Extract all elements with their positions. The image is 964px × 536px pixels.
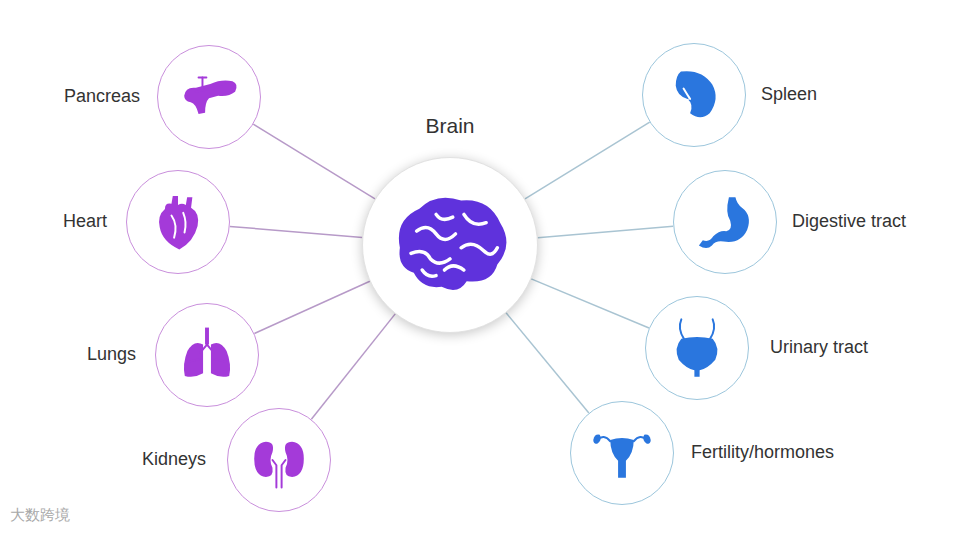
organ-circle: Heart <box>126 170 230 274</box>
organ-label: Urinary tract <box>770 337 868 359</box>
organ-shape <box>399 198 507 290</box>
organ-shape <box>211 343 230 377</box>
organ-detail <box>411 251 450 263</box>
organ-detail <box>597 437 610 441</box>
organ-shape <box>205 328 209 345</box>
organ-shape <box>610 438 634 478</box>
organ-detail <box>171 215 175 237</box>
organ-icon <box>184 328 230 377</box>
organ-shape <box>184 343 203 377</box>
organ-detail <box>199 76 207 78</box>
organ-detail <box>214 359 226 362</box>
organ-detail <box>282 460 286 487</box>
connector-line <box>230 226 362 237</box>
organ-label: Fertility/hormones <box>691 442 834 464</box>
organ-label: Kidneys <box>142 449 206 471</box>
organ-icon <box>593 435 650 478</box>
hub-circle: Brain <box>362 157 538 333</box>
connector-line <box>254 281 369 333</box>
organ-icon <box>159 196 198 250</box>
organ-detail <box>201 77 203 90</box>
organ-label: Digestive tract <box>792 211 906 233</box>
organ-icon <box>363 158 537 332</box>
watermark: 大数跨境 <box>10 506 70 525</box>
organ-detail <box>417 228 456 240</box>
organ-circle: Kidneys <box>227 408 331 512</box>
organ-icon <box>699 197 749 248</box>
organ-circle: Urinary tract <box>645 296 749 400</box>
organ-detail <box>710 319 714 339</box>
organ-icon <box>184 77 236 114</box>
organ-detail <box>684 88 691 98</box>
organ-detail <box>464 214 486 224</box>
organ-shape <box>285 442 304 477</box>
connector-line <box>531 279 649 328</box>
organ-icon <box>156 304 258 406</box>
organ-circle: Lungs <box>155 303 259 407</box>
organ-detail <box>444 266 463 270</box>
organ-shape <box>699 197 749 248</box>
organ-icon <box>674 171 776 273</box>
organ-icon <box>127 171 229 273</box>
organ-detail <box>681 100 688 109</box>
organ-detail <box>436 214 453 219</box>
organ-detail <box>196 87 222 92</box>
organ-shape <box>677 337 718 377</box>
connector-line <box>253 124 375 199</box>
connector-line <box>311 314 395 419</box>
organ-detail <box>461 244 497 254</box>
organ-detail <box>422 270 436 276</box>
organ-shape <box>184 80 236 114</box>
organ-detail <box>207 345 214 353</box>
organ-label: Heart <box>63 211 107 233</box>
organ-icon <box>643 44 745 146</box>
organ-detail <box>272 460 276 487</box>
organ-icon <box>571 402 673 504</box>
organ-label: Lungs <box>87 344 136 366</box>
organ-icon <box>399 198 507 290</box>
organ-icon <box>158 46 260 148</box>
organ-circle: Digestive tract <box>673 170 777 274</box>
connector-line <box>538 226 673 237</box>
organ-circle: Spleen <box>642 43 746 147</box>
organ-detail <box>200 345 207 353</box>
organ-shape <box>159 196 198 250</box>
organ-shape <box>254 442 273 477</box>
hub-label: Brain <box>425 113 474 138</box>
connector-line <box>525 122 650 199</box>
organ-circle: Pancreas <box>157 45 261 149</box>
organ-detail <box>680 319 684 339</box>
organ-circle: Fertility/hormones <box>570 401 674 505</box>
organ-icon <box>228 409 330 511</box>
organ-label: Spleen <box>761 84 817 106</box>
organ-detail <box>189 359 201 362</box>
connector-line <box>506 313 589 413</box>
organ-shape <box>676 71 716 117</box>
organ-icon <box>676 71 716 117</box>
organ-detail <box>183 213 185 233</box>
organ-label: Pancreas <box>64 86 140 108</box>
organ-detail <box>634 437 647 441</box>
organ-icon <box>646 297 748 399</box>
organ-icon <box>677 319 718 376</box>
organ-icon <box>254 442 304 488</box>
